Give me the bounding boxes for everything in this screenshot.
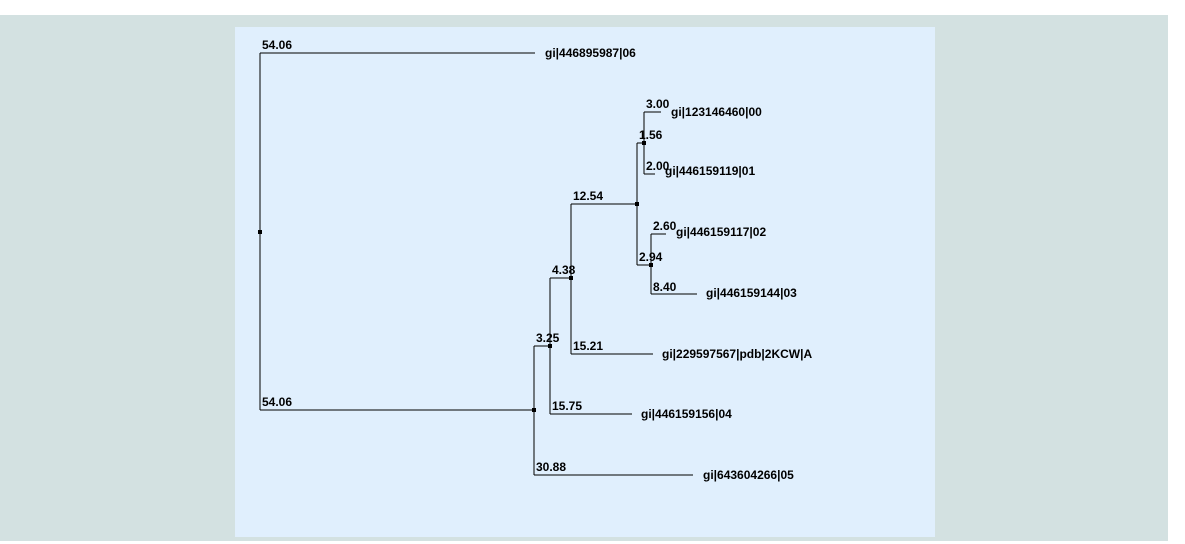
branch-length-node-a: 54.06 (262, 395, 292, 409)
branch-length-l03: 8.40 (653, 280, 677, 294)
branch-length-l06: 54.06 (262, 38, 292, 52)
leaf-label-l02[interactable]: gi|446159117|02 (676, 225, 766, 239)
branch-length-l04: 15.75 (552, 399, 582, 413)
leaf-label-l00[interactable]: gi|123146460|00 (671, 105, 762, 119)
branch-length-l00: 3.00 (646, 97, 670, 111)
branch-length-node-c: 4.38 (552, 263, 576, 277)
leaf-label-l2kcw[interactable]: gi|229597567|pdb|2KCW|A (662, 347, 812, 361)
leaf-label-l01[interactable]: gi|446159119|01 (665, 164, 755, 178)
leaf-label-l04[interactable]: gi|446159156|04 (641, 407, 732, 421)
root-node[interactable] (258, 230, 262, 234)
tree-canvas (235, 27, 935, 537)
leaf-label-l05[interactable]: gi|643604266|05 (703, 468, 794, 482)
leaf-label-l03[interactable]: gi|446159144|03 (706, 286, 797, 300)
leaf-label-l06[interactable]: gi|446895987|06 (545, 46, 636, 60)
branch-length-l2kcw: 15.21 (573, 339, 603, 353)
branch-length-l01: 2.00 (646, 159, 670, 173)
branch-length-l05: 30.88 (536, 460, 566, 474)
branch-length-l02: 2.60 (653, 219, 677, 233)
branch-length-node-b: 3.25 (536, 331, 560, 345)
branch-length-node-d: 12.54 (573, 189, 603, 203)
branch-length-node-e: 1.56 (639, 128, 663, 142)
